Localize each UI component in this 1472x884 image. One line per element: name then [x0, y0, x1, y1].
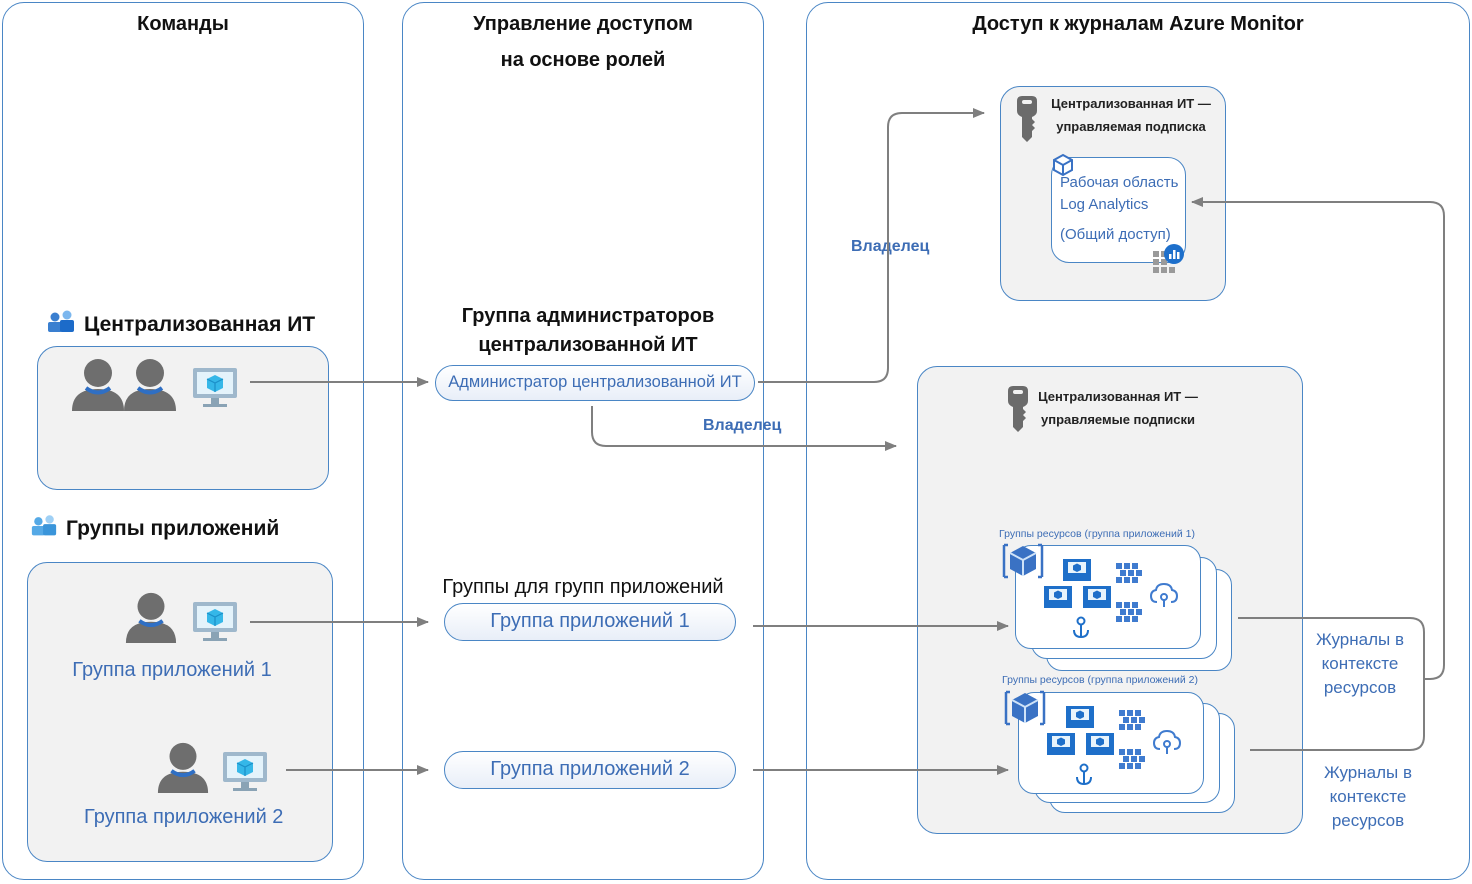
load-balancer-icon: [1073, 763, 1095, 792]
arrow-admin-to-workspace: [758, 108, 985, 383]
logs-2-line3: ресурсов: [1331, 811, 1405, 830]
admin-group-title-line2: централизованной ИТ: [478, 334, 698, 356]
cloud-icon: [1152, 729, 1182, 760]
rbac-column: [402, 2, 764, 880]
arrow-admin-to-subscriptions: [591, 406, 897, 451]
log-analytics-icon: [1152, 243, 1186, 280]
resource-group-icon: [1000, 541, 1046, 586]
app-groups-label: Группы приложений: [66, 516, 280, 540]
resource-group-icon: [1002, 688, 1048, 733]
owner-label-subscriptions: Владелец: [703, 417, 782, 434]
vm-icon: [1085, 732, 1115, 761]
line-rg1-logs: [1238, 617, 1425, 751]
central-it-label: Централизованная ИТ: [84, 312, 316, 336]
workspace-line1: Рабочая область: [1060, 174, 1179, 191]
access-column-title: Доступ к журналам Azure Monitor: [972, 13, 1304, 35]
workspace-line3: (Общий доступ): [1060, 226, 1171, 243]
logs-1-line2: контексте: [1321, 654, 1399, 673]
app-group-1-pill: Группа приложений 1: [444, 603, 736, 641]
resource-group-icon: [1051, 153, 1075, 182]
monitor-icon: [192, 367, 238, 414]
log-analytics-workspace: Рабочая область Log Analytics (Общий дос…: [1051, 157, 1186, 263]
app-group-2-label: Группа приложений 2: [84, 806, 284, 828]
logs-2-line2: контексте: [1329, 787, 1407, 806]
person-icon: [124, 589, 178, 648]
monitor-icon: [222, 751, 268, 798]
logs-1-line1: Журналы в: [1315, 630, 1404, 649]
kubernetes-icon: [1117, 708, 1149, 737]
cloud-icon: [1149, 582, 1179, 613]
managed-subscriptions-title-line1: Централизованная ИТ —: [1038, 389, 1198, 404]
resource-context-logs-label-1: Журналы в контексте ресурсов: [1300, 628, 1420, 700]
rbac-column-title-line2: на основе ролей: [500, 49, 666, 71]
load-balancer-icon: [1070, 616, 1092, 645]
teams-column-title: Команды: [137, 13, 229, 35]
vm-icon: [1046, 732, 1076, 761]
app-groups-team-box: Группа приложений 1 Группа приложений 2: [27, 562, 333, 862]
kubernetes-icon: [1117, 747, 1149, 776]
rg2-caption: Группы ресурсов (группа приложений 2): [1002, 674, 1198, 686]
owner-label-workspace: Владелец: [851, 238, 930, 255]
managed-subscription-title-line1: Централизованная ИТ —: [1051, 96, 1211, 111]
rg1-card-front: [1015, 545, 1201, 649]
central-it-team-box: [37, 346, 329, 490]
person-icon: [122, 355, 178, 416]
rg1-caption: Группы ресурсов (группа приложений 1): [999, 528, 1195, 540]
workspace-line2: Log Analytics: [1060, 196, 1149, 213]
admin-group-title-line1: Группа администраторов: [461, 305, 715, 327]
logs-1-line3: ресурсов: [1323, 678, 1397, 697]
arrow-logs-to-workspace: [1191, 197, 1445, 680]
managed-subscription-title-line2: управляемая подписка: [1056, 119, 1206, 134]
rbac-column-title-line1: Управление доступом: [473, 13, 693, 35]
monitor-icon: [192, 601, 238, 648]
app-groups-heading: Группы приложений: [30, 514, 279, 543]
admin-pill: Администратор централизованной ИТ: [435, 365, 755, 401]
kubernetes-icon: [1114, 600, 1146, 629]
app-group-2-pill: Группа приложений 2: [444, 751, 736, 789]
rg2-card-front: [1018, 692, 1204, 794]
vm-icon: [1062, 558, 1092, 587]
key-icon: [1006, 385, 1030, 438]
resource-context-logs-label-2: Журналы в контексте ресурсов: [1308, 761, 1428, 833]
app-group-1-label: Группа приложений 1: [72, 659, 272, 681]
logs-2-line1: Журналы в: [1323, 763, 1412, 782]
central-it-heading: Централизованная ИТ: [46, 310, 315, 339]
app-groups-rbac-title: Группы для групп приложений: [442, 576, 724, 598]
managed-subscriptions-title-line2: управляемые подписки: [1041, 412, 1195, 427]
person-icon: [70, 355, 126, 416]
vm-icon: [1065, 705, 1095, 734]
users-icon: [30, 514, 58, 543]
kubernetes-icon: [1114, 561, 1146, 590]
key-icon: [1015, 95, 1039, 148]
vm-icon: [1082, 585, 1112, 614]
users-icon: [46, 310, 76, 339]
person-icon: [156, 739, 210, 798]
vm-icon: [1043, 585, 1073, 614]
